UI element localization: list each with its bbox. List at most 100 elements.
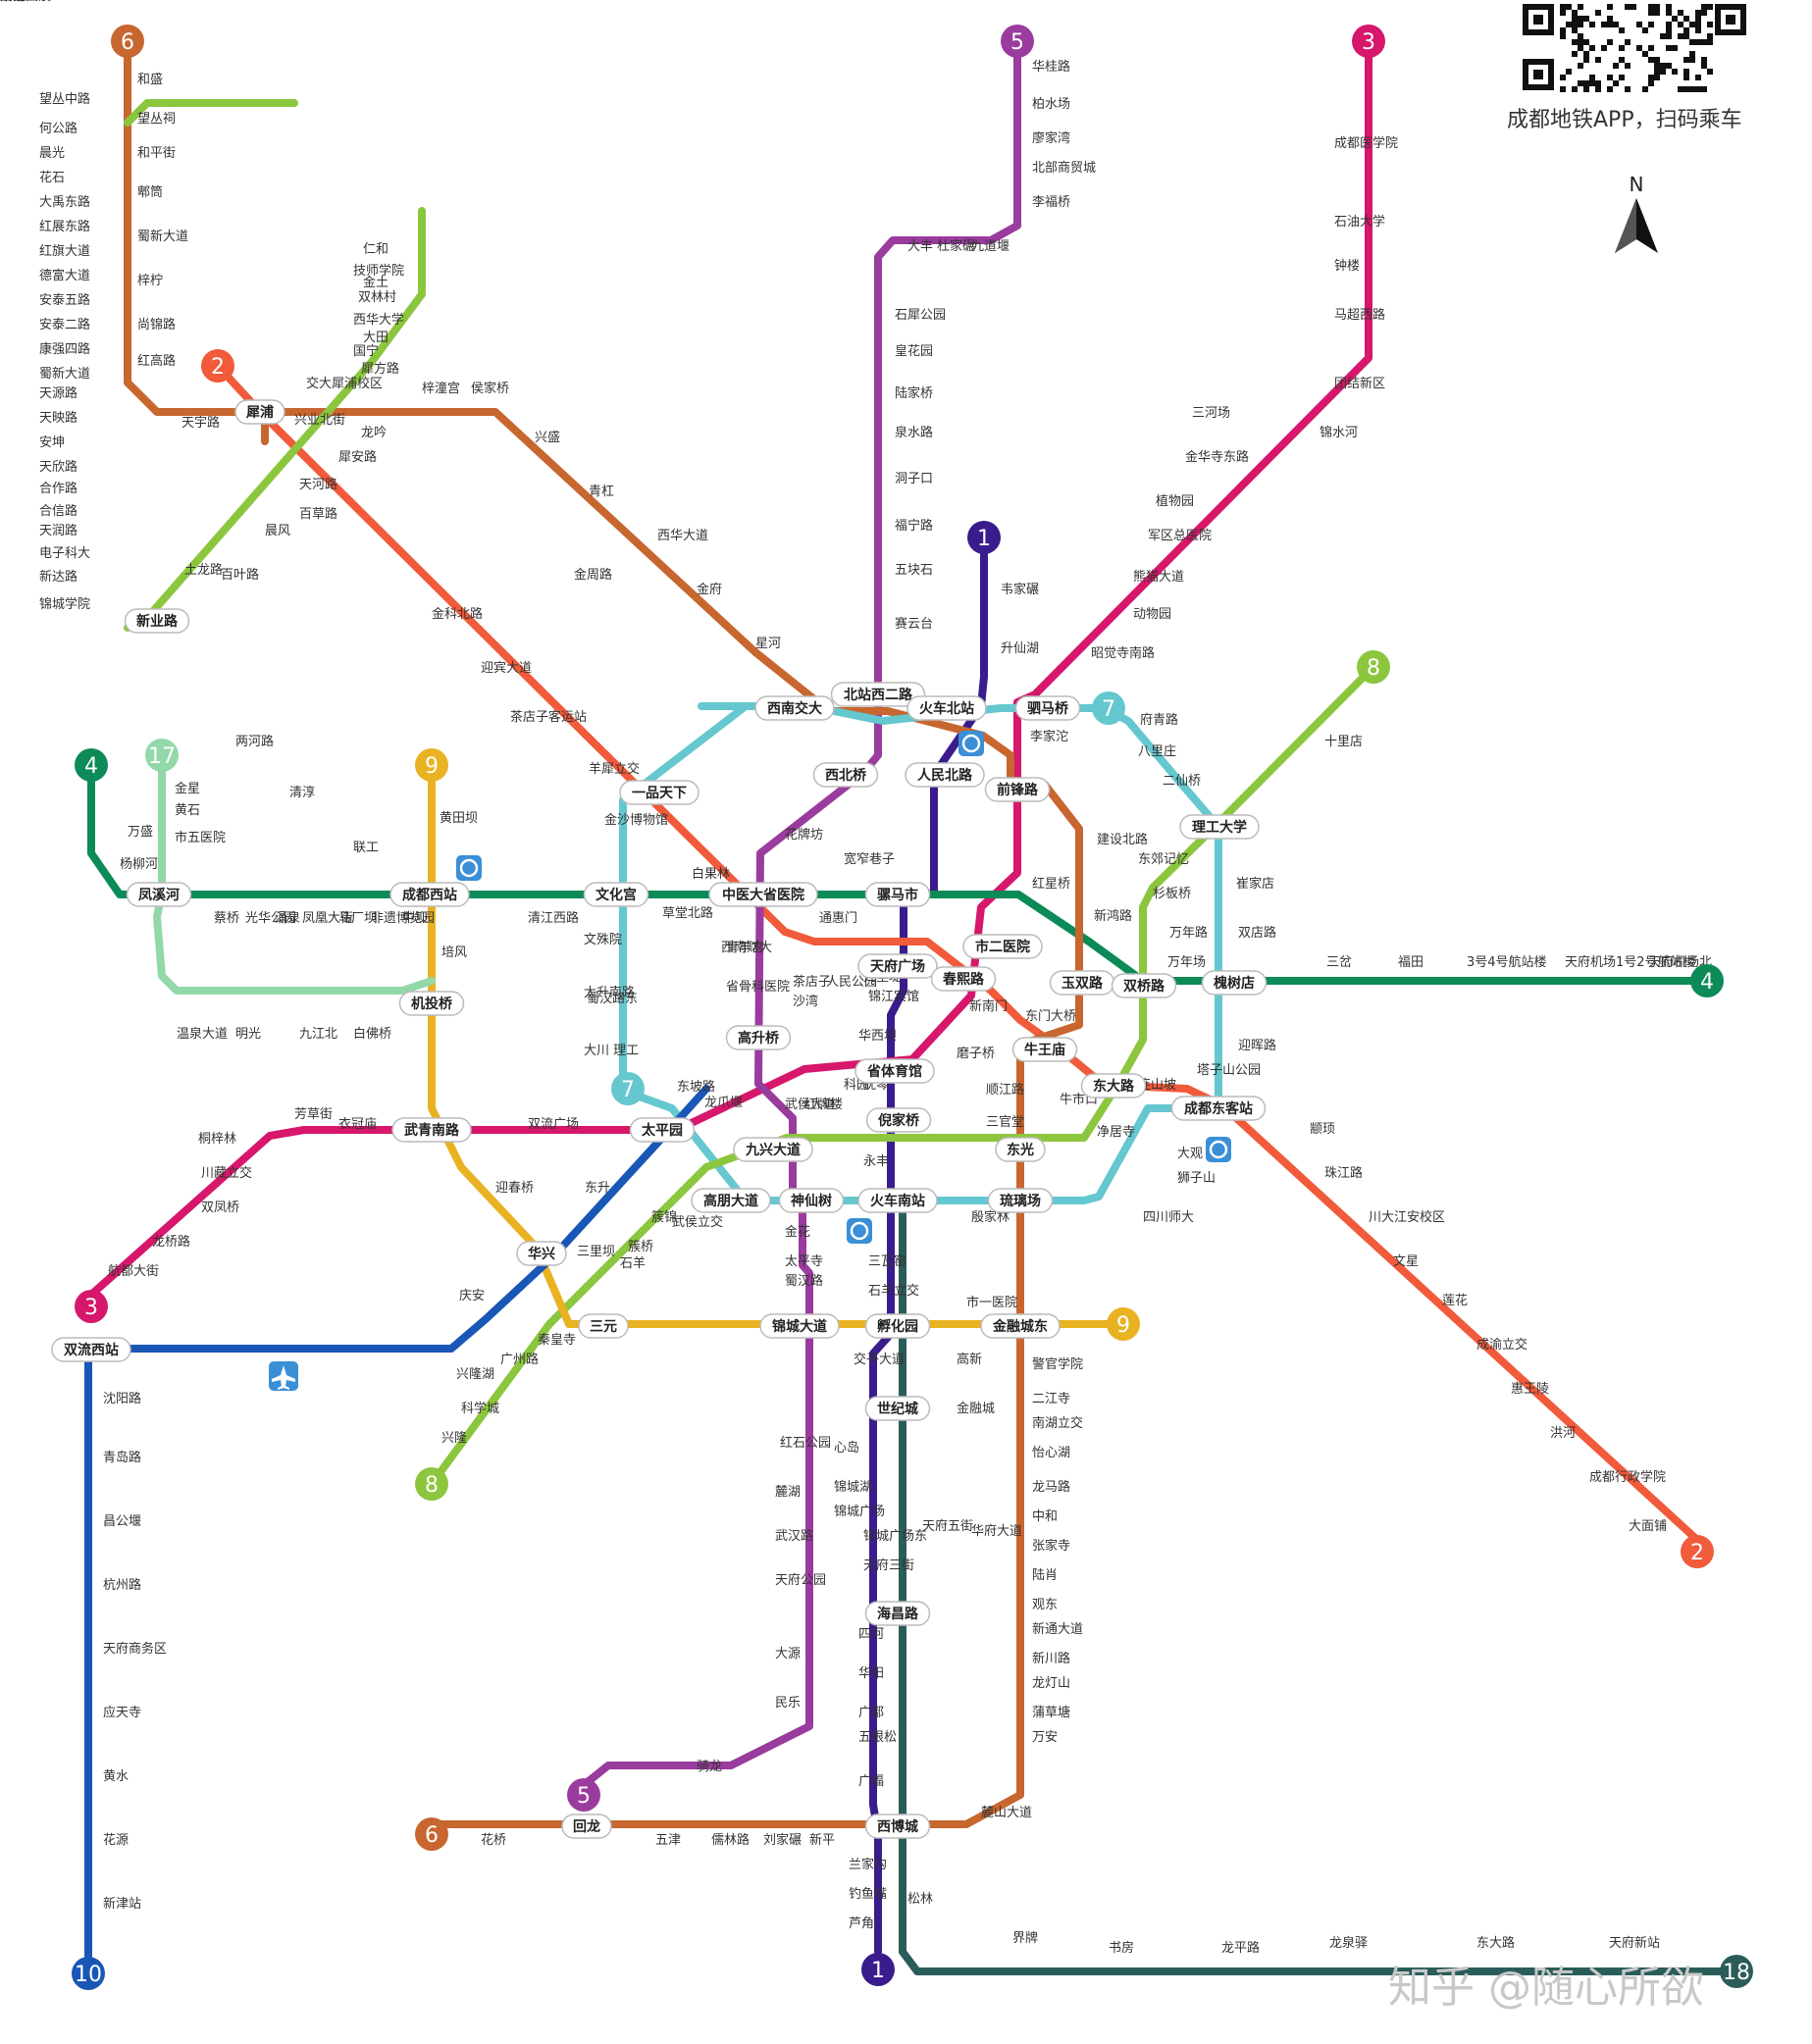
line-5-badge[interactable]: 5	[567, 1778, 600, 1812]
railway-station-icon	[456, 855, 482, 881]
station-label: 沈阳路	[103, 1391, 141, 1406]
transfer-station[interactable]: 驷马桥	[1016, 696, 1080, 720]
station-label: 梓潼宫	[422, 381, 460, 396]
line-3-badge[interactable]: 3	[75, 1290, 108, 1323]
transfer-station[interactable]: 槐树店	[1203, 971, 1267, 995]
station-label: 合作路	[39, 481, 78, 496]
line-6-badge[interactable]: 6	[415, 1817, 448, 1851]
transfer-station[interactable]: 高升桥	[727, 1026, 791, 1049]
line-7-badge[interactable]: 7	[1092, 691, 1125, 725]
station-label: 十里店	[1324, 735, 1363, 749]
transfer-station[interactable]: 牛王庙	[1013, 1038, 1077, 1061]
line-8-badge[interactable]: 8	[415, 1467, 448, 1501]
station-label: 三官堂	[986, 1114, 1024, 1130]
station-label: 万年场	[1167, 955, 1206, 970]
line-badge-number: 1	[871, 1959, 885, 1983]
transfer-station[interactable]: 新业路	[126, 609, 189, 633]
line-10-badge[interactable]: 10	[72, 1957, 105, 1990]
transfer-station[interactable]: 犀浦	[235, 400, 285, 424]
station-label: 三瓦窑	[868, 1253, 906, 1269]
transfer-station[interactable]: 火车北站	[907, 696, 986, 720]
transfer-station[interactable]: 理工大学	[1180, 815, 1259, 839]
transfer-station[interactable]: 回龙	[562, 1814, 611, 1838]
transfer-station[interactable]: 倪家桥	[867, 1108, 931, 1132]
station-label: 金花	[785, 1224, 810, 1240]
transfer-station[interactable]: 火车南站	[858, 1189, 937, 1212]
line-9-badge[interactable]: 9	[1107, 1307, 1140, 1341]
transfer-station[interactable]: 机投桥	[400, 992, 464, 1015]
transfer-station[interactable]: 前锋路	[986, 778, 1050, 801]
transfer-station[interactable]: 琉璃场	[989, 1189, 1053, 1212]
station-label: 桐梓林	[198, 1132, 236, 1147]
transfer-station[interactable]: 高朋大道	[692, 1189, 770, 1212]
line-6-badge[interactable]: 6	[111, 25, 144, 58]
transfer-station[interactable]: 西北桥	[814, 763, 878, 787]
line-2-badge[interactable]: 2	[1681, 1535, 1714, 1568]
line-1-badge[interactable]: 1	[967, 521, 1001, 554]
transfer-station[interactable]: 金融城东	[981, 1314, 1060, 1338]
station-label: 青岛路	[103, 1450, 141, 1465]
transfer-station[interactable]: 太平园	[631, 1118, 695, 1142]
transfer-station[interactable]: 武青南路	[392, 1118, 471, 1142]
line-5-badge[interactable]: 5	[1001, 25, 1034, 58]
transfer-station[interactable]: 东光	[996, 1138, 1045, 1161]
transfer-station[interactable]: 一品天下	[620, 781, 699, 804]
station-label: 红星桥	[1032, 876, 1070, 892]
line-3-badge[interactable]: 3	[1352, 25, 1385, 58]
line-4-badge[interactable]: 4	[1690, 964, 1724, 997]
transfer-station[interactable]: 三元	[579, 1314, 628, 1338]
transfer-station[interactable]: 成都西站	[390, 883, 469, 906]
transfer-station-label: 火车北站	[919, 700, 974, 717]
transfer-station-label: 海昌路	[877, 1606, 919, 1622]
transfer-station[interactable]: 成都东客站	[1172, 1097, 1266, 1120]
station-label: 百草路	[299, 506, 337, 522]
transfer-station[interactable]: 人民北路	[906, 763, 984, 787]
transfer-station[interactable]: 西南交大	[755, 696, 834, 720]
transfer-station[interactable]: 凤溪河	[128, 883, 191, 906]
transfer-station[interactable]: 省体育馆	[855, 1059, 934, 1083]
transfer-station[interactable]: 天府广场	[858, 954, 937, 978]
transfer-station[interactable]: 西博城	[866, 1814, 930, 1838]
station-label: 天河路	[299, 477, 337, 492]
transfer-station-label: 牛王庙	[1024, 1042, 1065, 1058]
transfer-station[interactable]: 世纪城	[866, 1397, 930, 1420]
transfer-station[interactable]: 海昌路	[866, 1602, 930, 1625]
transfer-station[interactable]: 市二医院	[963, 935, 1042, 958]
transfer-station[interactable]: 锦城大道	[760, 1314, 839, 1338]
line-4-badge[interactable]: 4	[75, 748, 108, 782]
transfer-station-label: 高升桥	[738, 1030, 780, 1047]
line-17-badge[interactable]: 17	[145, 739, 179, 772]
line-1-badge[interactable]: 1	[861, 1953, 895, 1986]
station-label: 赛云台	[895, 616, 933, 632]
station-label: 儒林路	[711, 1832, 750, 1848]
transfer-station[interactable]: 东大路	[1082, 1074, 1146, 1098]
station-label: 应天寺	[103, 1705, 141, 1720]
station-label: 金府	[697, 582, 722, 597]
station-label: 花石	[39, 170, 65, 185]
transfer-station[interactable]: 华兴	[517, 1242, 566, 1265]
station-label: 廖家湾	[1032, 130, 1070, 146]
station-label: 新南门	[969, 998, 1008, 1014]
line-badge-number: 3	[84, 1296, 98, 1320]
line-2-badge[interactable]: 2	[201, 349, 234, 383]
transfer-station[interactable]: 双流西站	[52, 1338, 130, 1361]
transfer-station[interactable]: 中医大省医院	[709, 883, 817, 906]
transfer-station[interactable]: 双桥路	[1113, 974, 1176, 997]
transfer-station[interactable]: 骡马市	[866, 883, 930, 906]
transfer-station[interactable]: 文化宫	[585, 883, 648, 906]
transfer-station[interactable]: 神仙树	[780, 1189, 844, 1212]
station-label: 石油大学	[1334, 214, 1385, 230]
transfer-station[interactable]: 春熙路	[932, 967, 996, 991]
transfer-station[interactable]: 孵化园	[866, 1314, 930, 1338]
station-label: 熊猫大道	[1133, 569, 1184, 585]
line-18-badge[interactable]: 18	[1720, 1955, 1753, 1988]
transfer-station[interactable]: 玉双路	[1051, 971, 1114, 995]
line-7-badge[interactable]: 7	[611, 1072, 645, 1105]
station-label: 西华大学	[353, 312, 404, 328]
line-9-badge[interactable]: 9	[415, 748, 448, 782]
line-8-badge[interactable]: 8	[1357, 650, 1390, 684]
station-label: 北部商贸城	[1032, 161, 1096, 176]
qr-code[interactable]	[1519, 0, 1752, 94]
transfer-station[interactable]: 九兴大道	[734, 1138, 812, 1161]
station-label: 兰家沟	[849, 1857, 887, 1872]
